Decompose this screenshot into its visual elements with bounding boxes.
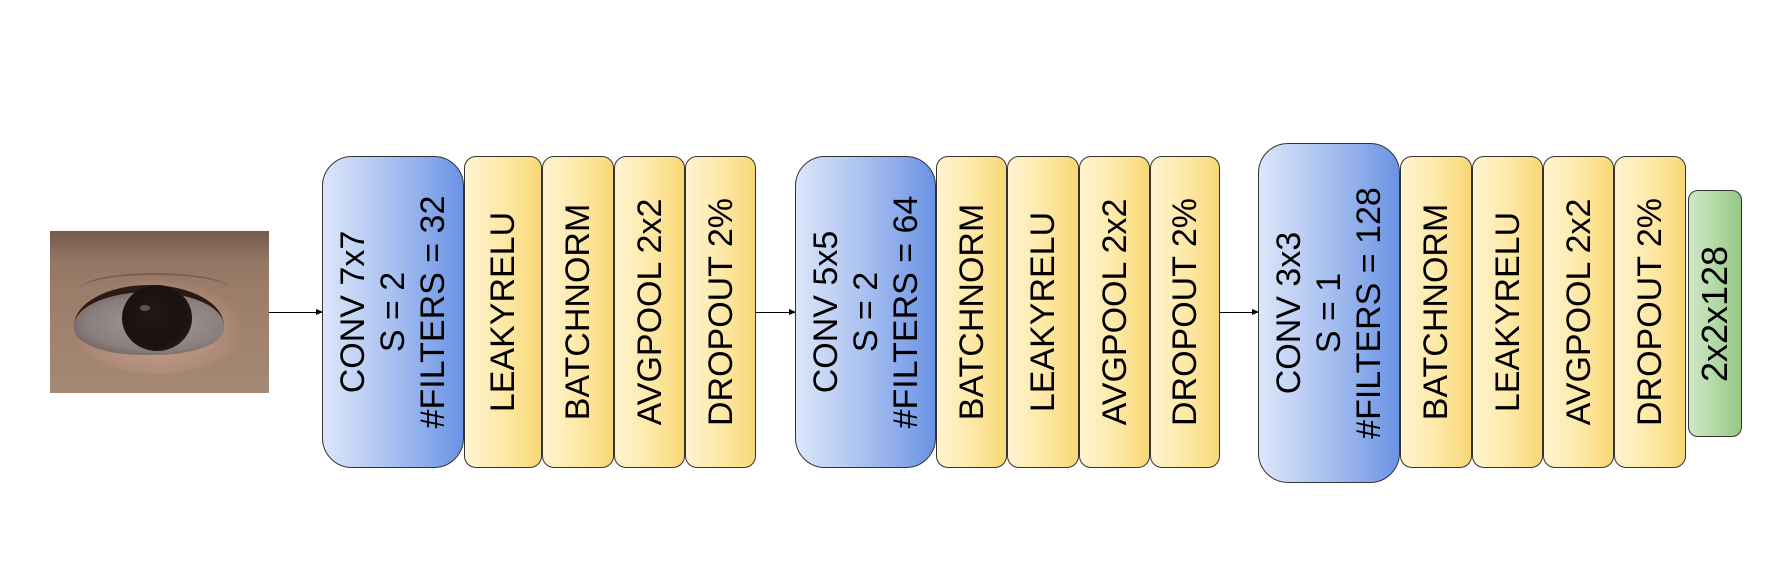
block3-op-3-label: AVGPOOL 2x2 [1559, 198, 1598, 426]
output-tensor: 2x2x128 [1688, 190, 1742, 437]
input-eye-image [50, 231, 269, 393]
block3-op-2: LEAKYRELU [1472, 156, 1543, 468]
conv-layer-2: CONV 5x5 S = 2 #FILTERS = 64 [795, 156, 936, 468]
arrow-block2-to-block3 [1220, 309, 1259, 315]
eye-glint [140, 305, 150, 311]
block2-op-1: BATCHNORM [936, 156, 1007, 468]
conv-layer-1: CONV 7x7 S = 2 #FILTERS = 32 [322, 156, 464, 468]
block3-op-1: BATCHNORM [1400, 156, 1472, 468]
conv-2-kernel: CONV 5x5 [806, 230, 845, 394]
block1-op-1: LEAKYRELU [464, 156, 542, 468]
conv-3-filters: #FILTERS = 128 [1350, 187, 1388, 439]
eye-crease [80, 273, 230, 305]
arrow-block1-to-block2 [756, 309, 796, 315]
block2-op-3: AVGPOOL 2x2 [1079, 156, 1150, 468]
conv-layer-3: CONV 3x3 S = 1 #FILTERS = 128 [1258, 143, 1400, 483]
block1-op-4-label: DROPOUT 2% [701, 198, 740, 426]
block1-op-3-label: AVGPOOL 2x2 [630, 198, 669, 426]
block3-op-1-label: BATCHNORM [1417, 203, 1455, 421]
conv-1-kernel: CONV 7x7 [334, 230, 372, 394]
block2-op-3-label: AVGPOOL 2x2 [1095, 198, 1134, 426]
conv-1-filters: #FILTERS = 32 [414, 195, 452, 429]
conv-3-stride: S = 1 [1310, 272, 1348, 354]
block2-op-4: DROPOUT 2% [1150, 156, 1220, 468]
block1-op-2-label: BATCHNORM [559, 203, 597, 421]
block3-op-4: DROPOUT 2% [1614, 156, 1686, 468]
arrow-input-to-block1 [269, 309, 323, 315]
eye-skin-shadow [50, 231, 269, 261]
block2-op-2: LEAKYRELU [1007, 156, 1079, 468]
conv-layer-1-label: CONV 7x7 S = 2 #FILTERS = 32 [333, 196, 453, 429]
block1-op-1-label: LEAKYRELU [484, 211, 522, 413]
block3-op-2-label: LEAKYRELU [1488, 211, 1527, 413]
block2-op-1-label: BATCHNORM [952, 203, 991, 421]
block2-op-2-label: LEAKYRELU [1024, 211, 1062, 413]
conv-layer-3-label: CONV 3x3 S = 1 #FILTERS = 128 [1269, 187, 1389, 439]
conv-2-stride: S = 2 [846, 271, 885, 353]
eye-iris [122, 285, 192, 351]
conv-2-filters: #FILTERS = 64 [886, 195, 925, 429]
block2-op-4-label: DROPOUT 2% [1166, 198, 1204, 426]
conv-layer-2-label: CONV 5x5 S = 2 #FILTERS = 64 [806, 196, 926, 429]
block3-op-4-label: DROPOUT 2% [1631, 198, 1669, 426]
output-tensor-label: 2x2x128 [1694, 245, 1735, 382]
conv-1-stride: S = 2 [374, 271, 412, 353]
block3-op-3: AVGPOOL 2x2 [1543, 156, 1614, 468]
block1-op-2: BATCHNORM [542, 156, 614, 468]
block1-op-3: AVGPOOL 2x2 [614, 156, 685, 468]
conv-3-kernel: CONV 3x3 [1270, 231, 1308, 395]
block1-op-4: DROPOUT 2% [685, 156, 756, 468]
